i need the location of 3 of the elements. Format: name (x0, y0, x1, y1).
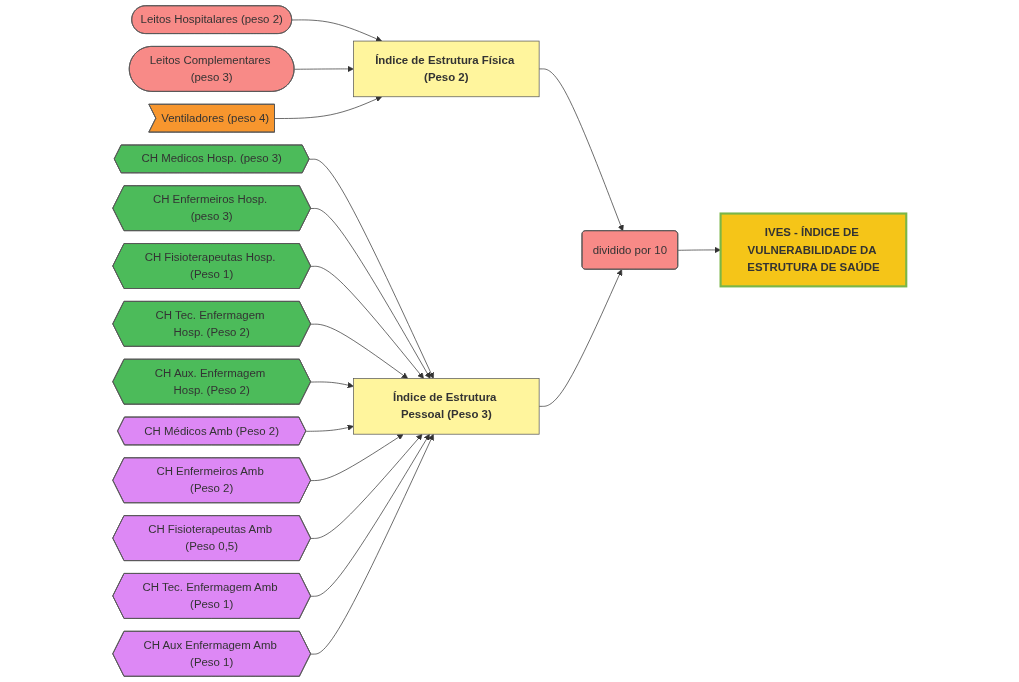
node-box: IVES - ÍNDICE DE VULNERABILIDADE DA ESTRUTURA DE SAÚDE (719, 212, 908, 288)
node-box: Índice de Estrutura Física (Peso 2) (353, 40, 540, 98)
node-box: Índice de Estrutura Pessoal (Peso 3) (353, 378, 540, 435)
